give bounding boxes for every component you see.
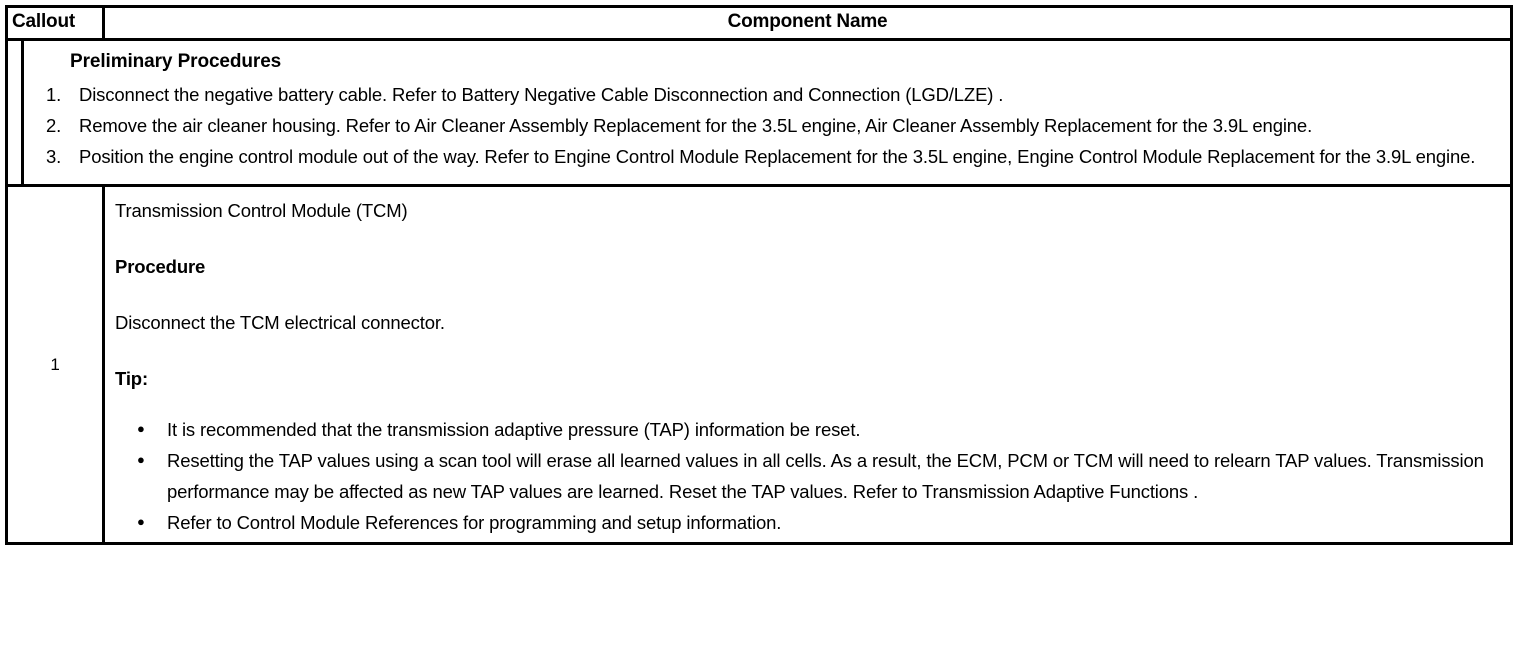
preliminary-steps-list: Disconnect the negative battery cable. R… bbox=[24, 79, 1500, 172]
preliminary-callout-spacer bbox=[8, 41, 24, 184]
table-header-row: Callout Component Name bbox=[8, 8, 1510, 41]
preliminary-procedures-body: Preliminary Procedures Disconnect the ne… bbox=[24, 41, 1510, 184]
list-item: It is recommended that the transmission … bbox=[115, 413, 1500, 445]
component-name-text: Transmission Control Module (TCM) bbox=[115, 200, 408, 221]
component-name-column-header: Component Name bbox=[727, 11, 888, 32]
tip-bullet-list: It is recommended that the transmission … bbox=[115, 413, 1500, 538]
callout-number: 1 bbox=[50, 354, 60, 374]
header-cell-callout: Callout bbox=[8, 8, 105, 38]
list-item: Refer to Control Module References for p… bbox=[115, 506, 1500, 538]
procedure-heading: Procedure bbox=[115, 256, 206, 277]
service-procedure-table: Callout Component Name Preliminary Proce… bbox=[5, 5, 1513, 545]
list-item: Remove the air cleaner housing. Refer to… bbox=[46, 110, 1313, 141]
list-item: Resetting the TAP values using a scan to… bbox=[115, 444, 1500, 507]
callout-column-header: Callout bbox=[12, 11, 75, 32]
procedure-text: Disconnect the TCM electrical connector. bbox=[115, 312, 445, 333]
header-cell-component: Component Name bbox=[105, 8, 1510, 38]
preliminary-procedures-title: Preliminary Procedures bbox=[70, 51, 282, 72]
callout-item-body: Transmission Control Module (TCM) Proced… bbox=[105, 187, 1510, 542]
list-item: Position the engine control module out o… bbox=[46, 141, 1476, 172]
preliminary-procedures-row: Preliminary Procedures Disconnect the ne… bbox=[8, 41, 1510, 187]
list-item: Disconnect the negative battery cable. R… bbox=[46, 79, 1004, 110]
tip-heading: Tip: bbox=[115, 368, 148, 389]
callout-item-row: 1 Transmission Control Module (TCM) Proc… bbox=[8, 187, 1510, 542]
callout-number-cell: 1 bbox=[8, 187, 105, 542]
